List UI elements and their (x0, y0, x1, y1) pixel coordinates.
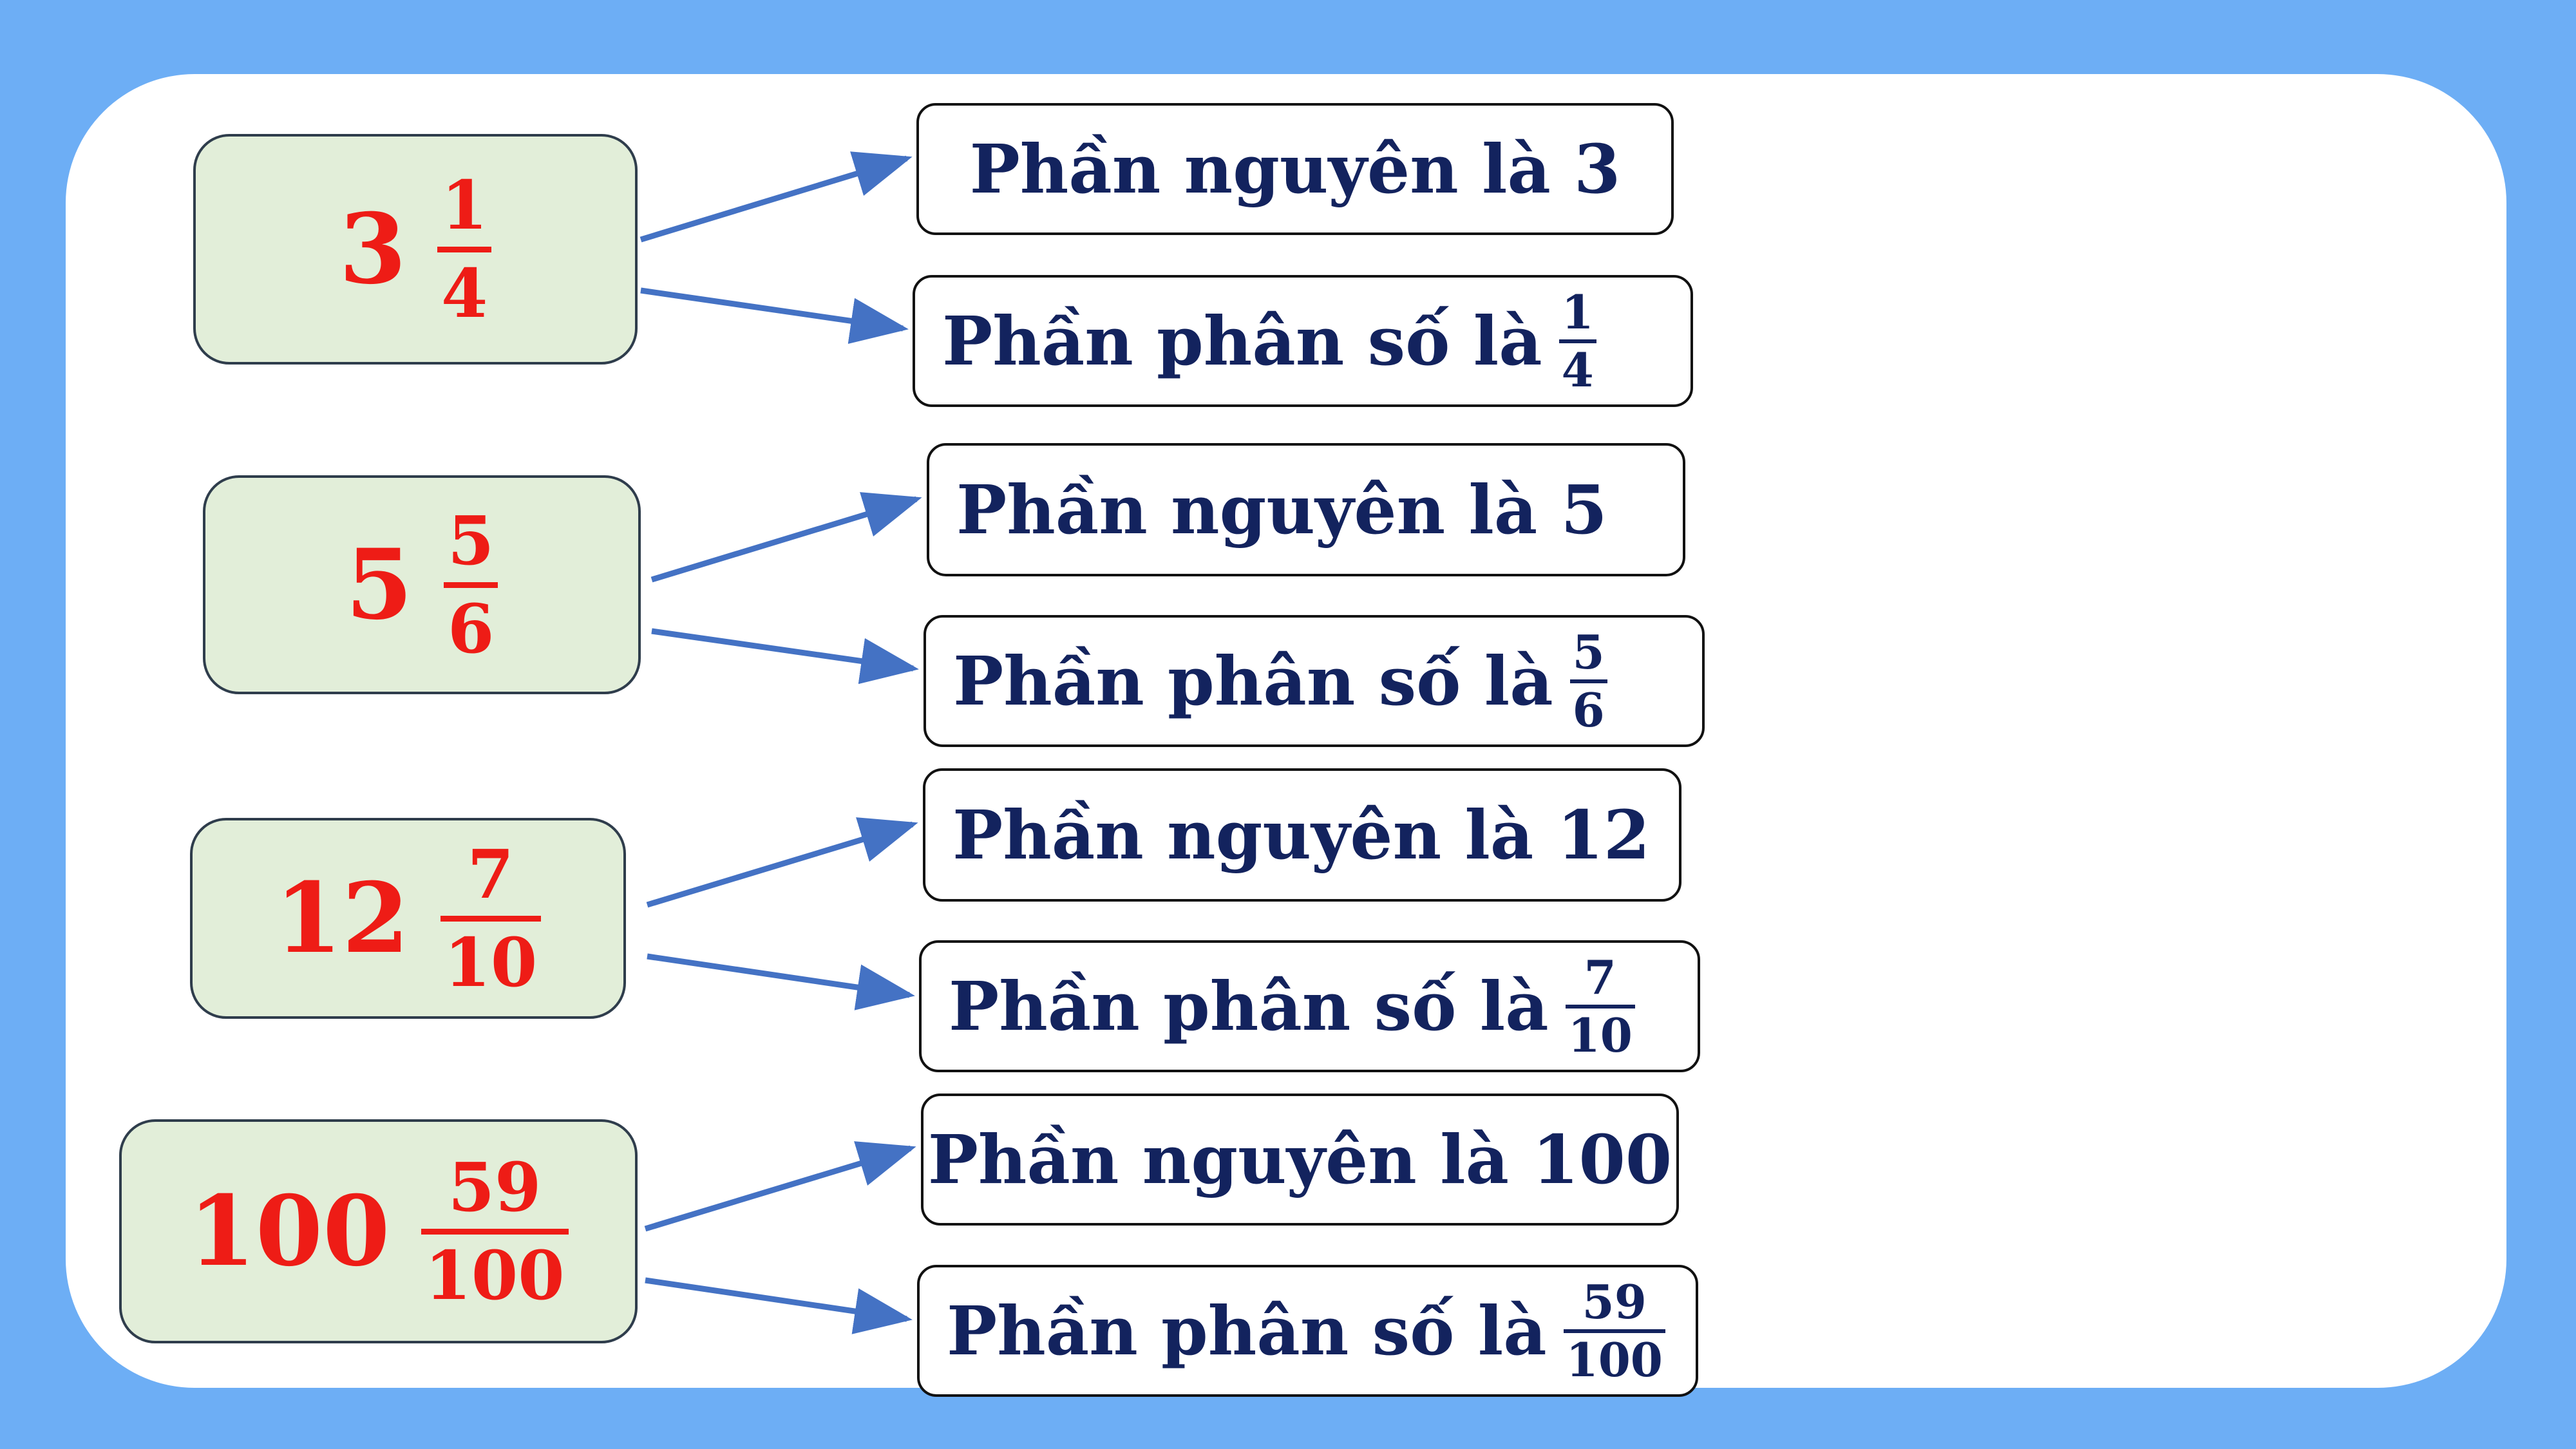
arrow-to-whole-2 (650, 492, 922, 583)
whole-part-box-1: Phần nguyên là 3 (916, 103, 1674, 235)
fraction-bar (421, 1228, 569, 1235)
fraction-bar (1563, 1329, 1665, 1333)
mixed-number-box-1: 3 1 4 (193, 134, 638, 365)
fraction-bar (440, 915, 542, 922)
numerator: 5 (1572, 624, 1605, 679)
arrow-to-whole-3 (646, 817, 918, 908)
fraction-part-label: Phần phân số là (953, 641, 1553, 721)
numerator: 1 (441, 165, 488, 245)
whole-number: 3 (339, 193, 406, 306)
fraction: 59 100 (1563, 1274, 1665, 1387)
fraction: 7 10 (1565, 949, 1635, 1063)
denominator: 100 (1566, 1332, 1663, 1387)
fraction: 7 10 (440, 834, 542, 1002)
whole-number: 5 (345, 528, 413, 641)
whole-part-label: Phần nguyên là 5 (956, 470, 1607, 549)
fraction: 1 4 (437, 165, 492, 333)
fraction-part-box-4: Phần phân số là 59 100 (917, 1265, 1698, 1397)
fraction-part-box-3: Phần phân số là 7 10 (919, 940, 1700, 1072)
arrow-to-fraction-2 (651, 628, 919, 685)
whole-part-label: Phần nguyên là 100 (927, 1120, 1672, 1199)
denominator: 6 (448, 589, 495, 668)
denominator: 100 (424, 1235, 565, 1315)
numerator: 7 (1584, 949, 1616, 1005)
whole-part-box-3: Phần nguyên là 12 (923, 768, 1681, 902)
fraction-part-box-1: Phần phân số là 1 4 (913, 275, 1693, 407)
mixed-number-box-2: 5 5 6 (203, 475, 641, 694)
fraction-part-label: Phần phân số là (942, 301, 1542, 381)
fraction-bar (1558, 339, 1596, 343)
denominator: 10 (1567, 1007, 1633, 1063)
numerator: 5 (448, 500, 495, 580)
fraction: 5 6 (444, 507, 498, 663)
whole-part-label: Phần nguyên là 12 (952, 795, 1651, 875)
denominator: 10 (444, 922, 538, 1002)
numerator: 7 (467, 834, 515, 914)
whole-number: 12 (274, 862, 410, 975)
whole-part-label: Phần nguyên là 3 (969, 129, 1621, 209)
fraction-bar (1569, 679, 1607, 683)
arrow-to-fraction-4 (645, 1277, 913, 1334)
arrow-to-fraction-1 (640, 287, 909, 345)
fraction-part-label: Phần phân số là (947, 1291, 1547, 1370)
arrow-to-whole-1 (639, 151, 913, 243)
mixed-number-box-3: 12 7 10 (190, 818, 626, 1019)
numerator: 59 (1582, 1274, 1647, 1329)
arrow-to-whole-4 (644, 1141, 916, 1232)
fraction: 1 4 (1558, 284, 1596, 397)
numerator: 59 (448, 1147, 542, 1227)
whole-number: 100 (188, 1175, 390, 1288)
denominator: 6 (1572, 682, 1605, 737)
fraction-bar (444, 582, 498, 588)
denominator: 4 (441, 253, 488, 333)
fraction-bar (437, 246, 492, 252)
numerator: 1 (1561, 284, 1594, 339)
fraction: 59 100 (421, 1147, 569, 1315)
arrow-to-fraction-3 (647, 953, 915, 1010)
whole-part-box-2: Phần nguyên là 5 (927, 443, 1685, 576)
fraction-bar (1565, 1004, 1635, 1009)
fraction-part-label: Phần phân số là (949, 967, 1549, 1046)
fraction: 5 6 (1569, 624, 1607, 737)
whole-part-box-4: Phần nguyên là 100 (921, 1094, 1679, 1226)
fraction-part-box-2: Phần phân số là 5 6 (923, 615, 1705, 747)
mixed-number-box-4: 100 59 100 (119, 1119, 638, 1343)
denominator: 4 (1561, 342, 1594, 397)
